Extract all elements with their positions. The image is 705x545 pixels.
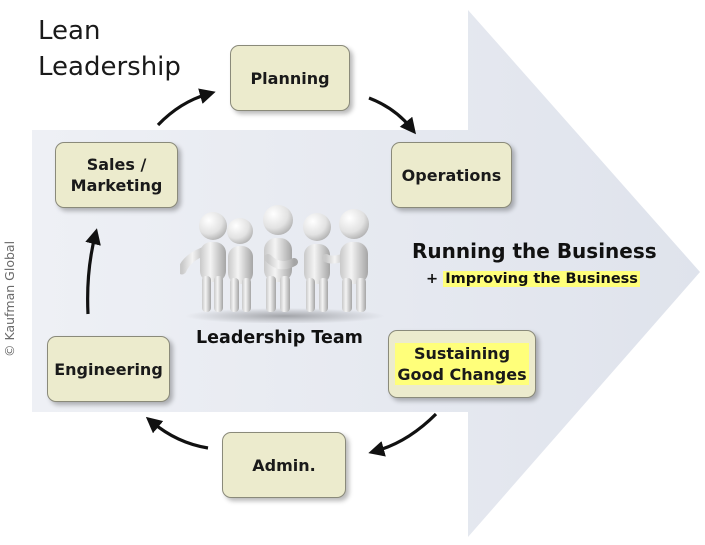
person-icon	[322, 209, 369, 312]
operations-label: Operations	[401, 165, 502, 185]
leadership-team-label: Leadership Team	[196, 328, 363, 348]
person-icon	[303, 213, 331, 312]
improving-label: Improving the Business	[443, 271, 640, 287]
plus-sign: +	[426, 271, 439, 287]
sales-marketing-box[interactable]: Sales / Marketing	[55, 142, 178, 208]
improving-the-business-text: + Improving the Business	[426, 271, 640, 287]
operations-box[interactable]: Operations	[391, 142, 512, 208]
sustaining-good-changes-box[interactable]: Sustaining Good Changes	[388, 330, 536, 398]
sales-marketing-label: Sales / Marketing	[70, 155, 163, 195]
running-the-business-text: Running the Business	[412, 239, 657, 263]
title-line-2: Leadership	[38, 52, 181, 82]
engineering-label: Engineering	[54, 359, 163, 379]
sustaining-label: Sustaining Good Changes	[395, 343, 529, 385]
planning-label: Planning	[250, 68, 330, 88]
person-icon	[180, 212, 227, 312]
engineering-box[interactable]: Engineering	[47, 336, 170, 402]
person-icon	[227, 218, 253, 312]
person-icon	[263, 205, 298, 312]
copyright-text: © Kaufman Global	[2, 240, 17, 357]
admin-label: Admin.	[252, 455, 316, 475]
planning-box[interactable]: Planning	[230, 45, 350, 111]
title-line-1: Lean	[38, 16, 101, 46]
leadership-team-figures	[180, 205, 385, 323]
admin-box[interactable]: Admin.	[222, 432, 346, 498]
